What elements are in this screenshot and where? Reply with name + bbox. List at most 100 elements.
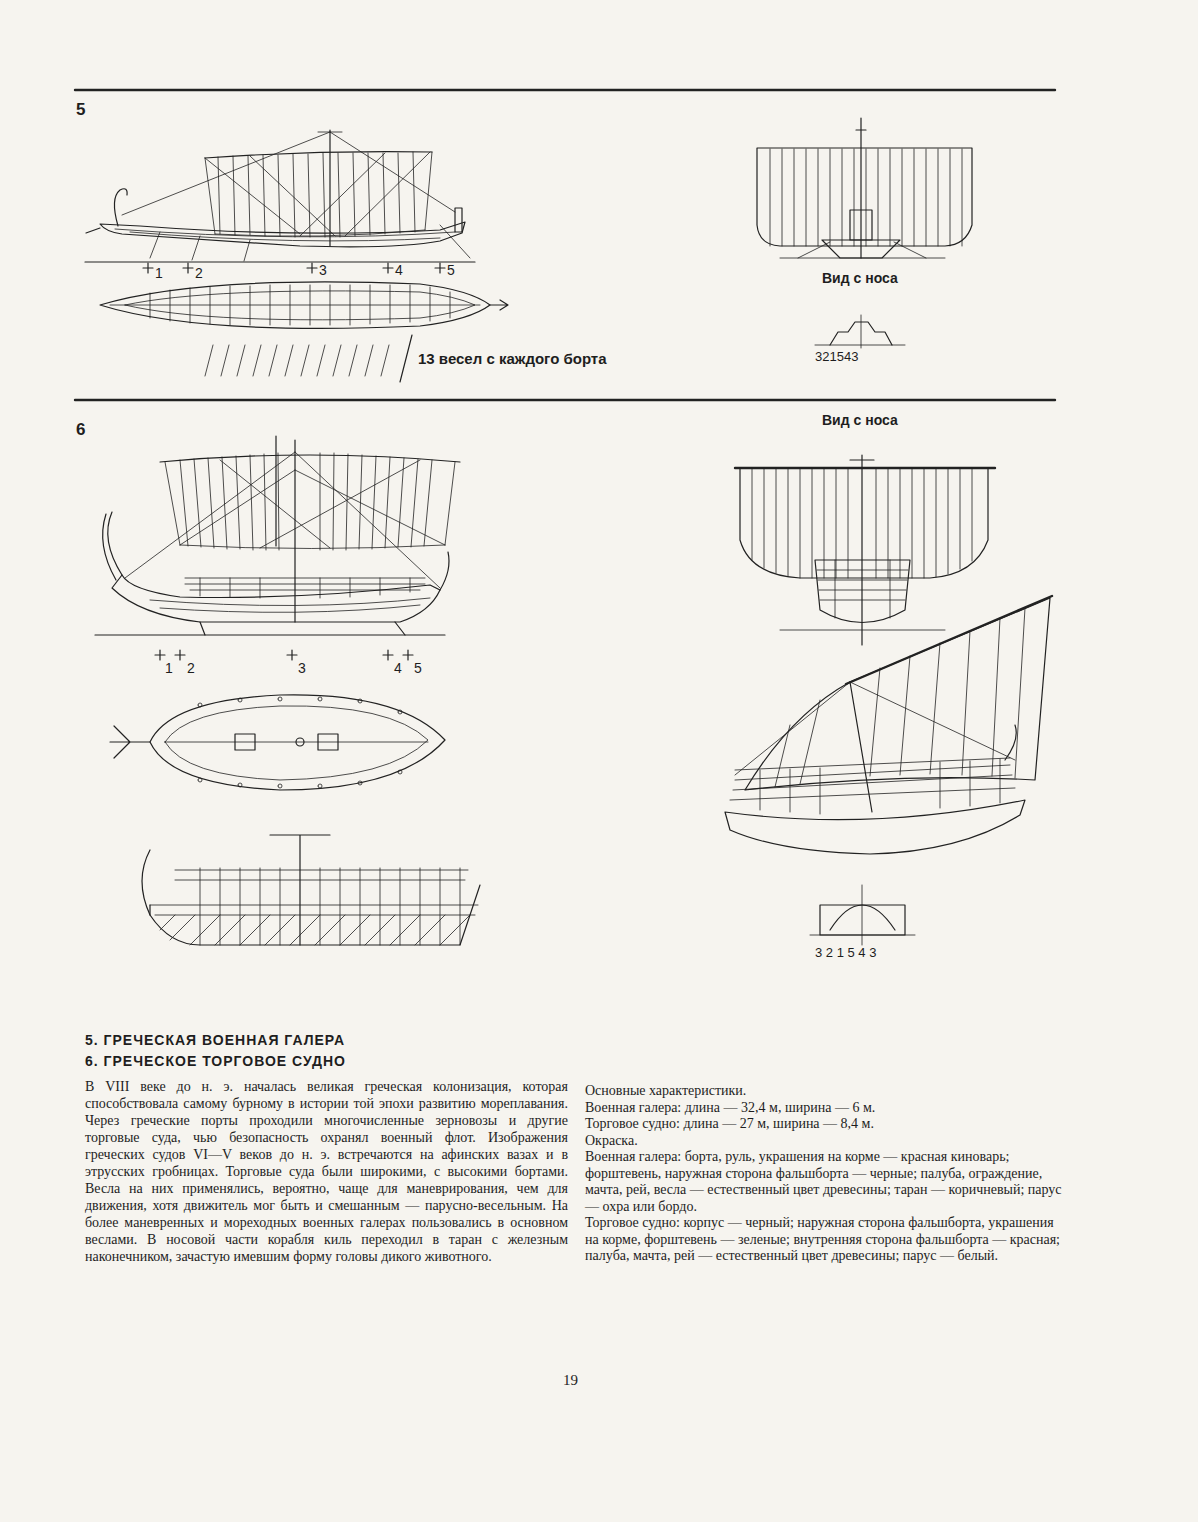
line-work — [150, 598, 430, 612]
line-work — [329, 130, 330, 246]
spec-paragraph: Военная галера: длина — 32,4 м, ширина —… — [585, 1100, 1065, 1117]
line-work — [856, 118, 866, 258]
line-work — [735, 682, 1015, 775]
callout-number: 4 — [394, 660, 402, 676]
line-work — [110, 305, 480, 306]
line-work — [740, 468, 988, 578]
callout-number: 2 — [187, 660, 195, 676]
line-work — [205, 345, 389, 376]
line-work — [86, 228, 100, 233]
line-work — [455, 208, 462, 232]
figure-heading: 6. ГРЕЧЕСКОЕ ТОРГОВОЕ СУДНО — [85, 1053, 346, 1069]
line-work — [103, 512, 122, 580]
callout-number: 1 — [165, 660, 173, 676]
line-work — [142, 850, 150, 915]
line-work — [100, 222, 465, 247]
merchant-side-view — [95, 436, 460, 660]
line-work — [115, 229, 455, 241]
line-work — [770, 149, 962, 246]
merchant-small-section — [810, 885, 915, 945]
line-work — [440, 552, 449, 590]
line-work — [775, 608, 1025, 787]
line-work — [820, 905, 905, 935]
galley-bow-view — [757, 118, 972, 258]
line-work — [200, 868, 460, 945]
page-number: 19 — [563, 1372, 578, 1389]
body-paragraph: В VIII веке до н. э. началась великая гр… — [85, 1078, 568, 1265]
line-work — [165, 706, 428, 780]
line-work — [780, 630, 945, 631]
line-work — [180, 453, 432, 550]
callout-number: 3 — [319, 262, 327, 278]
text-column: В VIII веке до н. э. началась великая гр… — [85, 1078, 568, 1265]
galley-section — [815, 315, 905, 348]
line-work — [205, 152, 432, 236]
spec-paragraph: Торговое судно: корпус — черный; наружна… — [585, 1215, 1065, 1265]
section-numbers: 3 2 1 5 4 3 — [815, 946, 876, 961]
line-work — [270, 835, 330, 945]
line-work — [810, 885, 915, 945]
line-work — [822, 240, 900, 258]
oar-note: 13 весел с каждого борта — [418, 350, 607, 367]
line-work — [757, 148, 972, 246]
line-work — [760, 759, 1000, 814]
line-work — [850, 210, 872, 240]
line-work — [846, 596, 1052, 684]
merchant-bow-view — [735, 455, 995, 645]
view-caption: Вид с носа — [822, 412, 898, 428]
line-work — [100, 282, 490, 329]
spec-paragraph: Военная галера: борта, руль, украшения н… — [585, 1149, 1065, 1215]
line-work — [235, 734, 255, 750]
line-work — [122, 132, 455, 236]
merchant-plan-view — [110, 695, 445, 790]
line-work — [160, 455, 460, 462]
spec-paragraph: Окраска. — [585, 1133, 1065, 1150]
callout-number: 4 — [395, 262, 403, 278]
section-numbers: 321543 — [815, 350, 858, 365]
line-work — [198, 697, 402, 788]
line-work — [490, 300, 508, 310]
line-work — [200, 622, 405, 635]
callout-number: 3 — [298, 660, 306, 676]
line-work — [400, 335, 412, 382]
line-work — [150, 285, 450, 325]
line-work — [165, 462, 455, 549]
line-work — [1005, 725, 1016, 760]
view-caption: Вид с носа — [822, 270, 898, 286]
line-work — [155, 915, 475, 945]
line-work — [150, 885, 480, 945]
page-rules — [75, 90, 1055, 400]
line-work — [830, 905, 895, 930]
merchant-section-view — [142, 835, 480, 945]
spec-paragraph: Основные характеристики. — [585, 1083, 1065, 1100]
figure-number: 5 — [76, 100, 85, 120]
callout-number: 5 — [447, 262, 455, 278]
line-work — [150, 695, 445, 790]
line-work — [318, 734, 338, 750]
merchant-perspective-view — [725, 596, 1052, 854]
spec-paragraph: Торговое судно: длина — 27 м, ширина — 8… — [585, 1116, 1065, 1133]
callout-number: 2 — [195, 265, 203, 281]
line-work — [75, 89, 1055, 91]
line-work — [75, 399, 1055, 401]
line-work — [850, 455, 874, 645]
callout-number: 5 — [414, 660, 422, 676]
line-work — [296, 738, 304, 746]
figure-number: 6 — [76, 420, 85, 440]
line-work — [745, 598, 1050, 790]
line-work — [125, 452, 445, 588]
line-work — [725, 800, 1025, 854]
line-work — [817, 560, 908, 618]
line-work — [110, 726, 150, 758]
line-work — [85, 261, 475, 262]
text-column: Основные характеристики.Военная галера: … — [585, 1083, 1065, 1265]
line-work — [735, 467, 995, 469]
line-work — [850, 682, 872, 812]
line-work — [112, 575, 440, 622]
galley-side-view — [85, 130, 475, 273]
callout-number: 1 — [155, 265, 163, 281]
line-work — [95, 634, 445, 635]
line-work — [150, 870, 478, 905]
line-work — [815, 315, 905, 348]
